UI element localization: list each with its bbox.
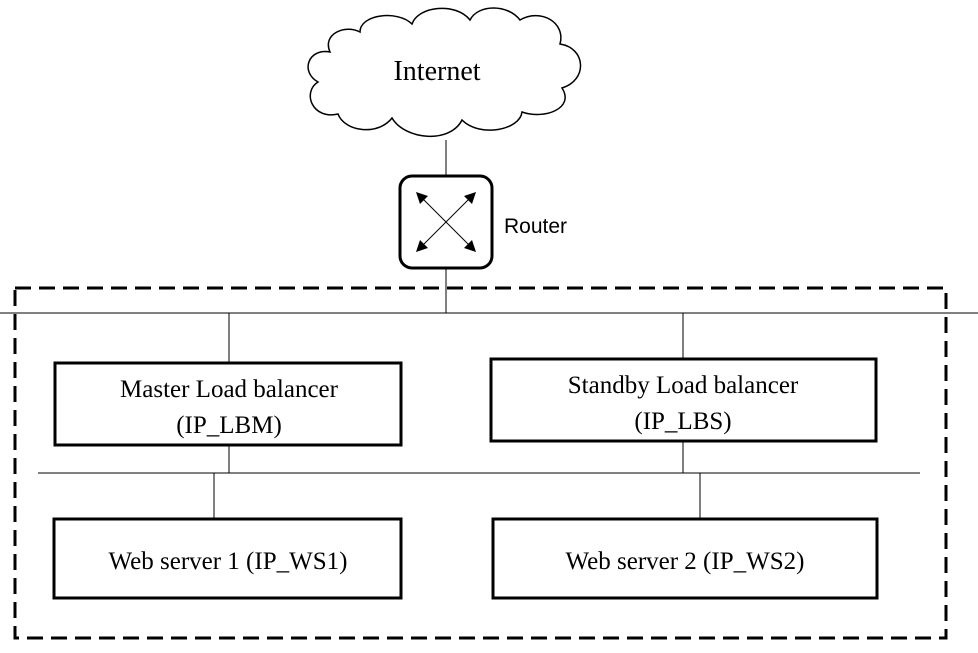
standby-lb-ip: (IP_LBS) <box>634 408 731 435</box>
web-server-1: Web server 1 (IP_WS1) <box>52 517 403 600</box>
cloud-icon <box>307 7 582 137</box>
standby-lb-box <box>489 357 878 443</box>
arrowhead-icon <box>416 240 428 252</box>
router: Router <box>398 174 567 270</box>
internet-cloud: Internet <box>307 7 582 137</box>
internet-label: Internet <box>393 56 480 87</box>
cluster-boundary <box>13 286 948 640</box>
web-server-2: Web server 2 (IP_WS2) <box>491 517 879 600</box>
master-load-balancer: Master Load balancer (IP_LBM) <box>53 361 403 447</box>
master-lb-name: Master Load balancer <box>120 376 339 403</box>
master-lb-box <box>53 361 403 447</box>
standby-load-balancer: Standby Load balancer (IP_LBS) <box>489 357 878 443</box>
ws2-box <box>491 517 879 600</box>
ws2-label: Web server 2 (IP_WS2) <box>566 548 805 575</box>
arrowhead-icon <box>464 240 476 252</box>
arrowhead-icon <box>416 192 428 204</box>
arrowhead-icon <box>464 192 476 204</box>
ws1-label: Web server 1 (IP_WS1) <box>109 548 348 575</box>
router-label: Router <box>504 215 567 238</box>
ws1-box <box>52 517 403 600</box>
router-arrow-diagonal-b <box>417 193 475 251</box>
standby-lb-name: Standby Load balancer <box>568 372 799 399</box>
master-lb-ip: (IP_LBM) <box>176 412 282 439</box>
